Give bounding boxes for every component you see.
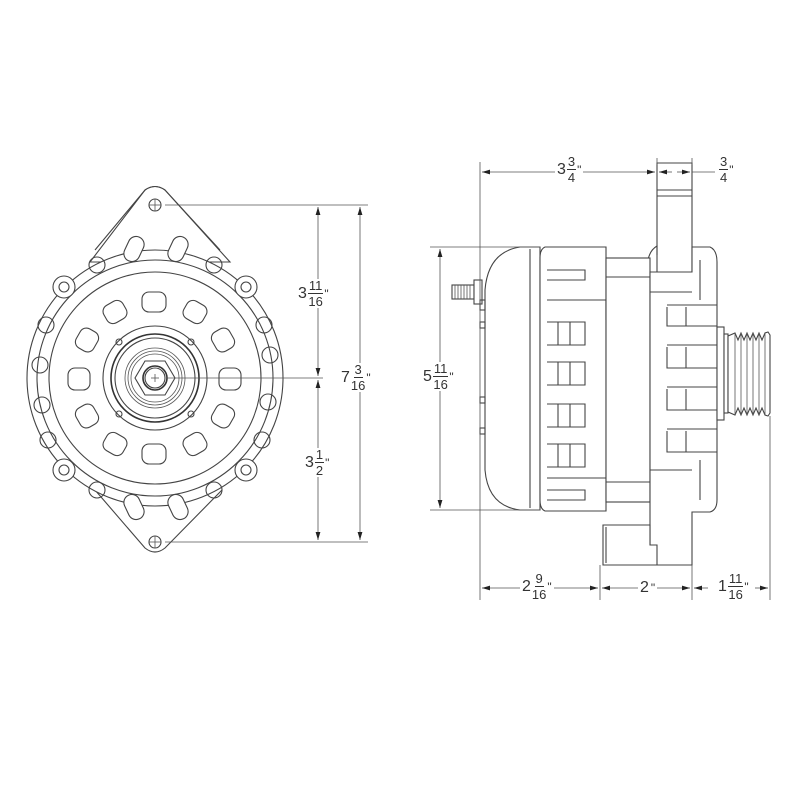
front-view [26, 185, 284, 553]
hex-nut-icon [134, 360, 176, 396]
side-view [451, 162, 771, 566]
dim-side-bottom-middle: 2 " [638, 579, 658, 596]
